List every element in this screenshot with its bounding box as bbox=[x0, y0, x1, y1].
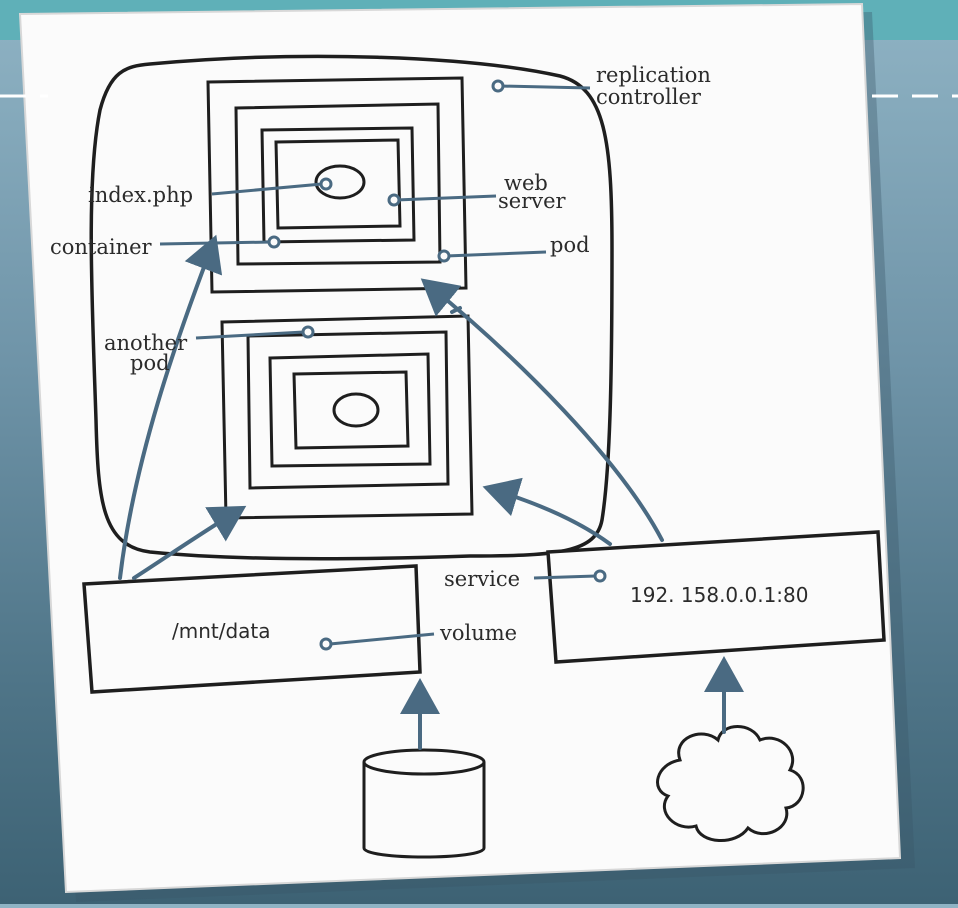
arrow-volume-to-pod bbox=[118, 234, 223, 580]
another-pod-outer-box bbox=[220, 314, 474, 520]
leader-lines bbox=[159, 79, 607, 651]
marker-volume bbox=[319, 637, 333, 651]
marker-another-pod bbox=[301, 325, 315, 339]
label-mnt-data: /mnt/data bbox=[172, 619, 271, 643]
leader-web-server bbox=[395, 194, 497, 202]
marker-web-server bbox=[387, 193, 401, 207]
pod-container-box bbox=[234, 102, 442, 266]
marker-service bbox=[593, 569, 607, 583]
volume-box bbox=[82, 564, 422, 694]
label-pod: pod bbox=[550, 233, 590, 257]
label-service-ip: 192. 158.0.0.1:80 bbox=[630, 583, 809, 607]
internet-cloud-icon bbox=[656, 725, 805, 842]
label-replication: replication bbox=[596, 63, 711, 87]
arrow-volume-to-another-pod bbox=[132, 505, 247, 580]
label-service: service bbox=[444, 567, 520, 591]
marker-pod bbox=[437, 249, 451, 263]
leader-service bbox=[533, 574, 597, 580]
arrow-service-to-another-pod bbox=[482, 477, 612, 546]
service-box bbox=[546, 530, 886, 664]
arrow-tail-fragment bbox=[450, 306, 462, 314]
another-web-server-box bbox=[268, 352, 432, 468]
arrow-service-to-pod bbox=[420, 278, 664, 542]
leader-index-php bbox=[211, 182, 323, 196]
leader-container bbox=[159, 240, 273, 246]
label-another-pod: pod bbox=[130, 351, 170, 375]
marker-replication-controller bbox=[491, 79, 505, 93]
label-index-php: index.php bbox=[88, 183, 193, 207]
leader-volume bbox=[329, 632, 435, 646]
label-volume: volume bbox=[439, 621, 517, 645]
web-server-inner-box bbox=[274, 138, 402, 230]
leader-pod bbox=[445, 250, 547, 258]
replication-controller-shape bbox=[89, 54, 614, 561]
database-cylinder-icon bbox=[362, 748, 486, 859]
arrows bbox=[118, 234, 744, 750]
label-web: web bbox=[504, 171, 548, 195]
label-controller: controller bbox=[596, 85, 702, 109]
pod-outer-box bbox=[206, 76, 468, 294]
another-file-shape bbox=[332, 392, 380, 428]
label-server: server bbox=[498, 189, 567, 213]
leader-replication-controller bbox=[499, 84, 591, 90]
leader-another-pod bbox=[195, 330, 305, 340]
web-server-box bbox=[260, 126, 416, 244]
another-web-server-inner-box bbox=[292, 370, 410, 450]
another-pod-container-box bbox=[246, 330, 450, 490]
label-container: container bbox=[50, 235, 153, 259]
index-php-file-shape bbox=[314, 164, 366, 200]
marker-index-php bbox=[319, 177, 333, 191]
marker-container bbox=[267, 235, 281, 249]
label-another: another bbox=[104, 331, 188, 355]
